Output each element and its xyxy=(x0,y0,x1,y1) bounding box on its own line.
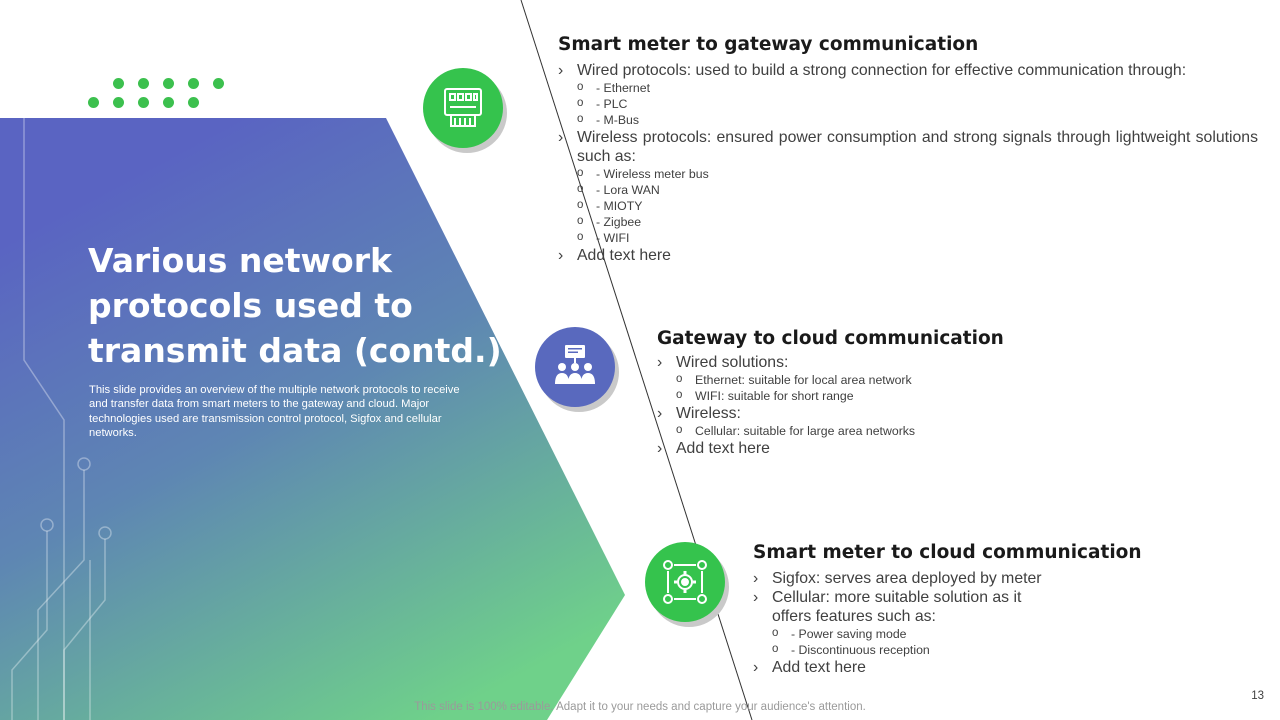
slide-title: Various network protocols used to transm… xyxy=(88,238,508,373)
section-smart-meter-to-gateway: Smart meter to gateway communication Wir… xyxy=(558,34,1258,265)
sub-bullet-item: - WIFI xyxy=(558,229,1258,246)
bullet-item: Add text here xyxy=(753,658,1133,677)
sub-bullet-item: - Discontinuous reception xyxy=(753,641,1133,658)
sub-bullet-item: - Wireless meter bus xyxy=(558,165,1258,182)
bullet-item: Add text here xyxy=(558,246,1258,265)
bullet-item: Sigfox: serves area deployed by meter xyxy=(753,569,1133,588)
network-gear-icon xyxy=(645,542,725,622)
title-line: transmit data (contd.) xyxy=(88,331,502,370)
sub-bullet-item: Cellular: suitable for large area networ… xyxy=(657,422,1077,439)
section-heading: Smart meter to cloud communication xyxy=(753,542,1142,563)
bullet-item: Wired solutions: xyxy=(657,353,1077,372)
section-heading: Gateway to cloud communication xyxy=(657,328,1004,349)
title-line: Various network xyxy=(88,241,392,280)
sub-bullet-item: - PLC xyxy=(558,95,1258,112)
sub-bullet-item: WIFI: suitable for short range xyxy=(657,387,1077,404)
presentation-group-icon xyxy=(535,327,615,407)
section-heading: Smart meter to gateway communication xyxy=(558,34,979,55)
sub-bullet-item: - M-Bus xyxy=(558,111,1258,128)
bullet-item: Wired protocols: used to build a strong … xyxy=(558,61,1258,80)
slide-description: This slide provides an overview of the m… xyxy=(89,384,460,439)
decorative-dots xyxy=(88,78,238,114)
bullet-item: Add text here xyxy=(657,439,1077,458)
smart-meter-icon xyxy=(423,68,503,148)
sub-bullet-item: - Zigbee xyxy=(558,213,1258,230)
sub-bullet-item: Ethernet: suitable for local area networ… xyxy=(657,371,1077,388)
sub-bullet-item: - Lora WAN xyxy=(558,181,1258,198)
title-line: protocols used to xyxy=(88,286,413,325)
section-smart-meter-to-cloud: Smart meter to cloud communication Sigfo… xyxy=(753,542,1142,677)
bullet-item: Cellular: more suitable solution as it o… xyxy=(753,588,1032,626)
page-number: 13 xyxy=(1251,690,1264,702)
sub-bullet-item: - MIOTY xyxy=(558,197,1258,214)
footer-note: This slide is 100% editable. Adapt it to… xyxy=(414,701,866,713)
section-gateway-to-cloud: Gateway to cloud communication Wired sol… xyxy=(657,328,1077,458)
bullet-item: Wireless: xyxy=(657,404,1077,423)
sub-bullet-item: - Ethernet xyxy=(558,79,1258,96)
sub-bullet-item: - Power saving mode xyxy=(753,625,1133,642)
bullet-item: Wireless protocols: ensured power consum… xyxy=(558,128,1258,166)
